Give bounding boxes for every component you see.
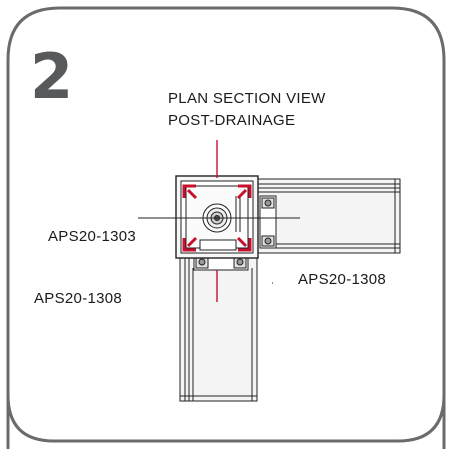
drain-marker-bottom-right [238, 238, 252, 252]
plan-section-drawing [175, 175, 401, 402]
vertical-extrusion [179, 253, 258, 402]
view-title-line-1: PLAN SECTION VIEW [168, 90, 326, 107]
view-title-line-2: POST-DRAINAGE [168, 112, 296, 129]
callout-left-extrusion-part: APS20-1308 [34, 290, 123, 307]
callout-post-part: APS20-1303 [48, 228, 137, 245]
card-outline-bottom [6, 394, 446, 443]
drain-marker-bottom-left [182, 238, 196, 252]
drain-marker-top-right [238, 184, 252, 198]
drain-corner-markers [182, 184, 252, 252]
step-number: 2 [30, 40, 74, 113]
drain-marker-top-left [182, 184, 196, 198]
leader-lines [138, 217, 300, 284]
horizontal-extrusion [257, 178, 401, 254]
card-outline [6, 6, 446, 449]
callout-right-extrusion-part: APS20-1308 [298, 271, 387, 288]
